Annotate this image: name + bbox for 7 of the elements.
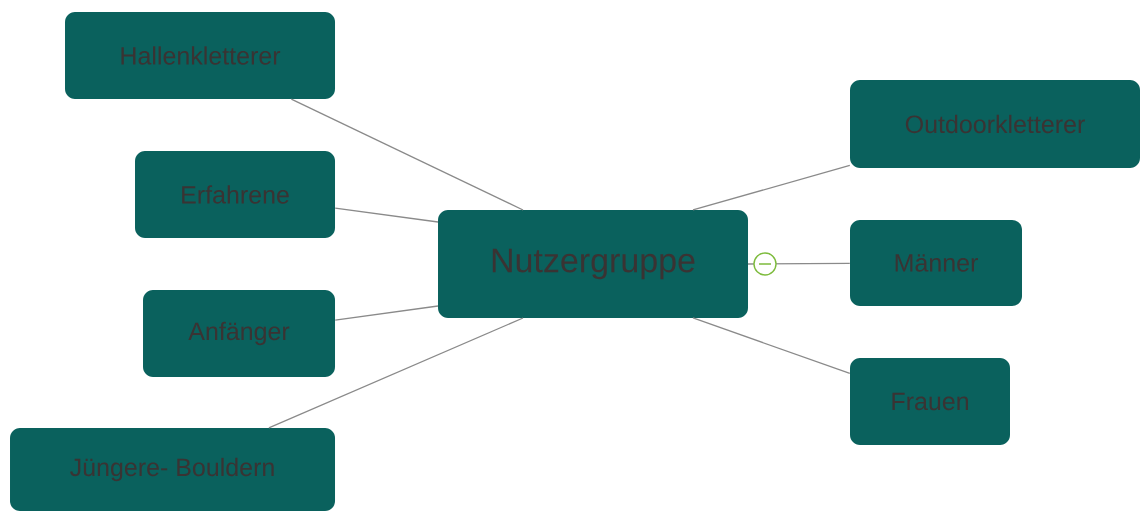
connector-line [268,317,524,429]
connector-line [334,207,439,223]
connector-line [747,262,851,265]
connector-line [692,164,851,211]
connector-line [692,317,851,374]
connector-line [290,98,524,211]
connector-line [334,305,439,321]
